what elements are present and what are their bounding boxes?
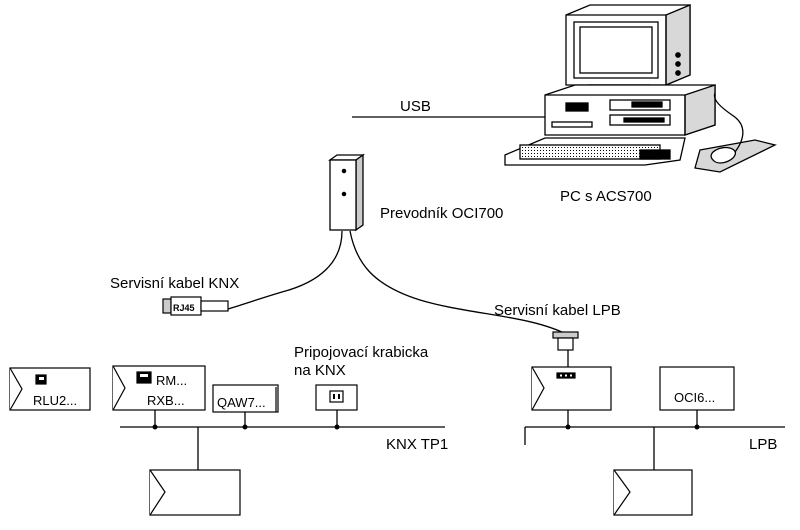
cable-lpb xyxy=(349,230,569,336)
knx-bus xyxy=(120,410,445,470)
device-lpb-controller xyxy=(531,366,612,411)
converter-oci700 xyxy=(327,153,366,232)
knx-bus-label: KNX TP1 xyxy=(386,436,448,453)
knx-box-label-line1: Pripojovací krabicka xyxy=(294,344,429,361)
device-oci6-label: OCI6... xyxy=(674,390,715,405)
knx-connection-box xyxy=(315,384,358,411)
pc-computer xyxy=(504,4,777,173)
device-rm-label: RM... xyxy=(156,373,187,388)
device-rlu xyxy=(9,367,91,411)
device-qaw-label: QAW7... xyxy=(217,395,266,410)
rj45-label: RJ45 xyxy=(173,303,195,313)
device-qaw xyxy=(212,384,279,413)
knx-junctions xyxy=(152,424,340,430)
cable-knx xyxy=(227,230,343,310)
device-rxb-label: RXB... xyxy=(147,393,185,408)
converter-label: Prevodník OCI700 xyxy=(380,205,503,222)
monitor-icon xyxy=(565,4,691,96)
mouse-icon xyxy=(694,92,777,173)
pc-label: PC s ACS700 xyxy=(560,188,652,205)
cable-knx-label: Servisní kabel KNX xyxy=(110,275,239,292)
knx-bottom-device xyxy=(149,469,241,516)
lpb-bus-label: LPB xyxy=(749,436,777,453)
knx-box-label-line2: na KNX xyxy=(294,362,346,379)
device-rxb xyxy=(112,365,206,411)
device-rlu-label: RLU2... xyxy=(33,393,77,408)
lpb-bottom-device xyxy=(613,469,693,516)
cable-lpb-label: Servisní kabel LPB xyxy=(494,302,621,319)
lpb-plug-icon xyxy=(552,331,579,351)
lpb-junctions xyxy=(565,424,700,430)
usb-label: USB xyxy=(400,98,431,115)
keyboard-icon xyxy=(504,137,686,166)
rj45-plug-icon: RJ45 xyxy=(162,296,229,316)
system-unit-icon xyxy=(544,84,716,136)
device-oci6 xyxy=(659,366,735,411)
